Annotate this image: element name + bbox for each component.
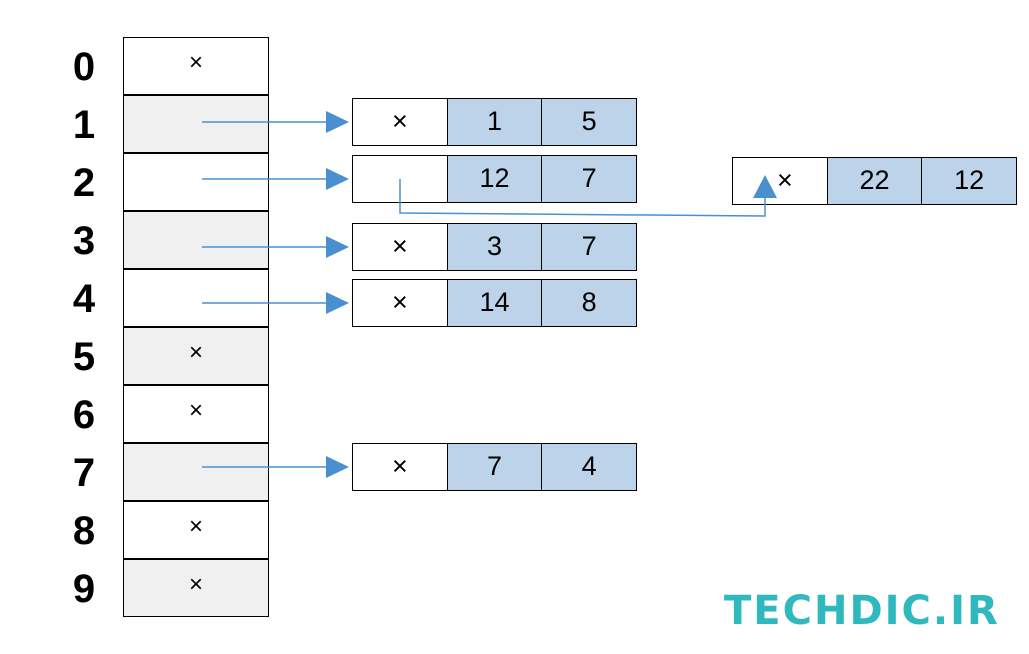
bucket-5: × xyxy=(123,327,269,385)
list-node-bucket-4: × 14 8 xyxy=(352,279,637,327)
list-node-bucket-7: × 7 4 xyxy=(352,443,637,491)
arrowhead-chain-node xyxy=(753,175,777,198)
bucket-index-2: 2 xyxy=(72,161,96,205)
bucket-1 xyxy=(123,95,269,153)
bucket-6: × xyxy=(123,385,269,443)
list-node-bucket-1: × 1 5 xyxy=(352,98,637,146)
bucket-index-5: 5 xyxy=(72,335,96,379)
value-cell: 5 xyxy=(541,99,637,145)
next-pointer-cell: × xyxy=(391,451,408,481)
next-pointer-cell: × xyxy=(391,231,408,261)
bucket-3 xyxy=(123,211,269,269)
value-cell: 12 xyxy=(921,158,1017,204)
value-cell: 8 xyxy=(541,280,637,326)
bucket-8: × xyxy=(123,501,269,559)
bucket-index-8: 8 xyxy=(72,509,96,553)
watermark-logo: TECHDIC.IR xyxy=(724,588,1000,634)
next-pointer-cell: × xyxy=(391,287,408,317)
arrowhead-bucket-2 xyxy=(326,168,349,190)
bucket-7 xyxy=(123,443,269,501)
key-cell: 7 xyxy=(446,444,542,490)
value-cell: 7 xyxy=(541,224,637,270)
next-pointer-cell: × xyxy=(776,165,793,195)
bucket-2 xyxy=(123,153,269,211)
list-node-bucket-3: × 3 7 xyxy=(352,223,637,271)
list-node-bucket-2-chained: × 22 12 xyxy=(732,157,1017,205)
key-cell: 1 xyxy=(446,99,542,145)
bucket-index-3: 3 xyxy=(72,219,96,263)
bucket-index-1: 1 xyxy=(72,103,96,147)
key-cell: 14 xyxy=(446,280,542,326)
arrowhead-bucket-1 xyxy=(326,111,349,133)
arrowhead-bucket-4 xyxy=(326,292,349,314)
key-cell: 3 xyxy=(446,224,542,270)
bucket-index-4: 4 xyxy=(72,277,96,321)
bucket-index-6: 6 xyxy=(72,393,96,437)
arrowhead-bucket-7 xyxy=(326,456,349,478)
value-cell: 4 xyxy=(541,444,637,490)
key-cell: 12 xyxy=(446,156,542,202)
arrow-chain-node xyxy=(399,179,766,217)
bucket-0: × xyxy=(123,37,269,95)
bucket-index-9: 9 xyxy=(72,567,96,611)
bucket-9: × xyxy=(123,559,269,617)
bucket-index-7: 7 xyxy=(72,451,96,495)
bucket-index-0: 0 xyxy=(72,45,96,89)
arrowhead-bucket-3 xyxy=(326,236,349,258)
next-pointer-cell: × xyxy=(391,106,408,136)
bucket-4 xyxy=(123,269,269,327)
key-cell: 22 xyxy=(826,158,922,204)
value-cell: 7 xyxy=(541,156,637,202)
list-node-bucket-2: 12 7 xyxy=(352,155,637,203)
